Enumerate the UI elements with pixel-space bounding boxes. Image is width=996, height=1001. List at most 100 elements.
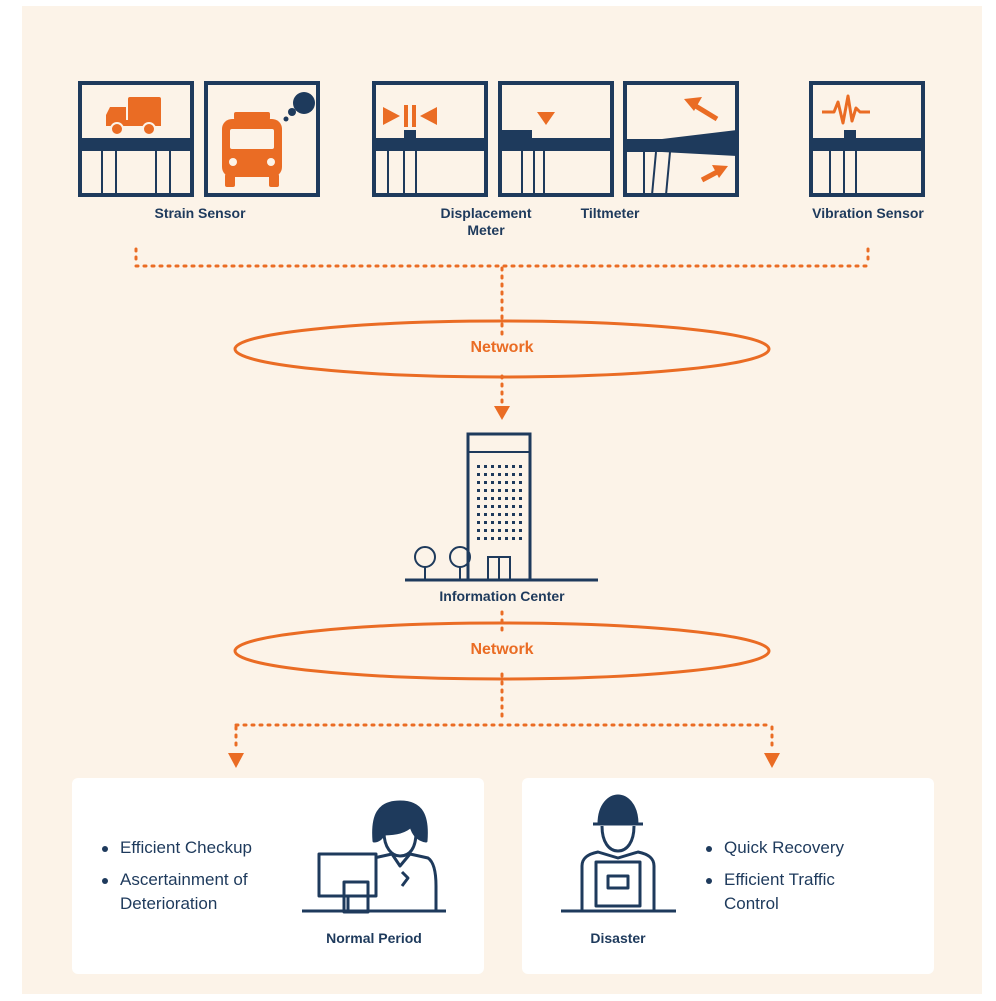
building-window [505, 481, 508, 484]
network-ellipse-top [233, 319, 771, 379]
building-window [484, 481, 487, 484]
building-window [498, 537, 501, 540]
bus-icon [222, 112, 282, 187]
arrow-to-info-center [494, 406, 510, 420]
building-window [484, 513, 487, 516]
displacement-meter-label: Displacement Meter [440, 205, 531, 239]
building-window [519, 465, 522, 468]
list-item-line1: Ascertainment of [120, 870, 248, 889]
building-window [484, 473, 487, 476]
building-window [519, 481, 522, 484]
building-window [491, 537, 494, 540]
building-window [477, 521, 480, 524]
building-window [477, 537, 480, 540]
building-window [498, 481, 501, 484]
vibration-sensor-label: Vibration Sensor [812, 205, 924, 221]
arrow-to-normal-period [228, 753, 244, 768]
building-window [484, 489, 487, 492]
building-window [477, 513, 480, 516]
diagram-graphics [72, 81, 934, 974]
building-window [491, 505, 494, 508]
building-window [491, 497, 494, 500]
building-window [505, 465, 508, 468]
building-window [498, 505, 501, 508]
displacement-meter-panel [372, 81, 488, 197]
building-window [505, 521, 508, 524]
vibration-sensor-panel [809, 81, 925, 197]
building-window [498, 529, 501, 532]
building-window [477, 497, 480, 500]
information-center-label: Information Center [439, 588, 565, 604]
building-window [519, 521, 522, 524]
building-window [491, 465, 494, 468]
building-window [512, 481, 515, 484]
disaster-label: Disaster [590, 930, 646, 946]
thought-bubble-icon [283, 92, 315, 122]
building-window [512, 505, 515, 508]
building-window [498, 489, 501, 492]
sensor-connectors [134, 247, 870, 406]
building-window [519, 537, 522, 540]
building-window [519, 489, 522, 492]
building-window [505, 489, 508, 492]
network-label-bottom: Network [470, 641, 534, 658]
building-window [484, 505, 487, 508]
building-window [519, 529, 522, 532]
tree-icon [414, 546, 471, 580]
building-window [505, 473, 508, 476]
building-window [519, 505, 522, 508]
level-panel [498, 81, 614, 197]
displacement-meter-label-line2: Meter [467, 222, 505, 238]
building-window [498, 513, 501, 516]
network-label-top: Network [470, 339, 534, 356]
building-window [512, 529, 515, 532]
list-item-line2: Control [724, 894, 779, 913]
building-window [512, 497, 515, 500]
building-window [491, 473, 494, 476]
building-window [519, 473, 522, 476]
building-window [498, 473, 501, 476]
building-window [498, 465, 501, 468]
building-window [491, 481, 494, 484]
building-window [505, 537, 508, 540]
building-window [484, 537, 487, 540]
tiltmeter-panel [623, 81, 739, 197]
tilt-arrows-icon [684, 97, 728, 183]
strain-sensor-truck-panel [78, 81, 194, 197]
building-window [512, 465, 515, 468]
level-icon [537, 112, 555, 125]
building-window [505, 529, 508, 532]
building-window [484, 529, 487, 532]
building-window [491, 521, 494, 524]
building-window [505, 513, 508, 516]
building-window [512, 537, 515, 540]
displacement-icon [383, 105, 437, 127]
building-window [484, 465, 487, 468]
building-window [505, 505, 508, 508]
construction-worker-icon [561, 794, 676, 913]
disaster-card [522, 778, 934, 974]
list-item-line1: Efficient Traffic [724, 870, 835, 889]
building-window [491, 529, 494, 532]
strain-sensor-bus-panel [204, 81, 320, 197]
truck-icon [106, 97, 161, 136]
list-item: Quick Recovery [704, 836, 844, 860]
network-ellipse-bottom [233, 621, 771, 681]
strain-sensor-label: Strain Sensor [154, 205, 246, 221]
building-window [519, 497, 522, 500]
building-window [484, 521, 487, 524]
vibration-wave-icon [822, 94, 870, 125]
displacement-meter-label-line1: Displacement [440, 205, 532, 221]
building-window [477, 505, 480, 508]
building-window [491, 513, 494, 516]
building-window [498, 497, 501, 500]
building-window [498, 521, 501, 524]
normal-period-label: Normal Period [326, 930, 422, 946]
building-window [477, 481, 480, 484]
building-icon [405, 432, 598, 582]
building-window [491, 489, 494, 492]
building-window [477, 489, 480, 492]
list-item: Efficient Checkup [100, 836, 252, 860]
building-window [477, 473, 480, 476]
